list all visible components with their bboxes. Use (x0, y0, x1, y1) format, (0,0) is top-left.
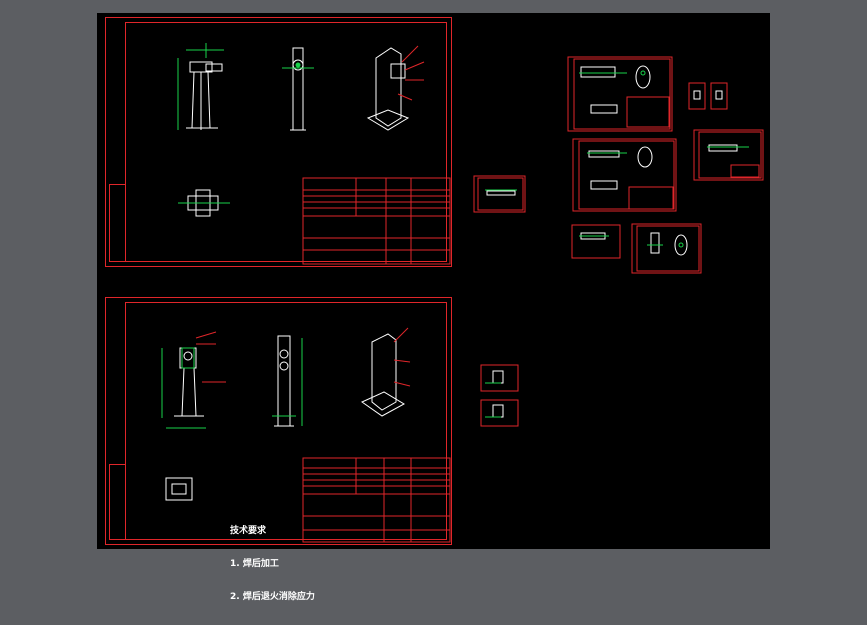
iso-leaders (393, 327, 411, 387)
side-view-dims (282, 62, 314, 69)
front-view-leaders (195, 331, 226, 383)
thumb-sheet-mid-bottom-2 (480, 399, 519, 427)
thumb-sheet-mid-top (473, 175, 526, 213)
iso-view-weldment (360, 333, 406, 417)
thumbnail-sheets (473, 56, 764, 427)
thumb-sheet-mid-bottom-1 (480, 364, 519, 392)
thumb-sheet-right-4 (572, 138, 677, 212)
iso-view-stand (366, 47, 410, 131)
title-block-top (302, 177, 451, 265)
notes-heading: 技术要求 (230, 526, 267, 536)
notes-line-1: 1. 焊后加工 (230, 559, 279, 569)
front-view-dims (161, 347, 206, 429)
sheet-inner-frame (125, 302, 447, 540)
side-view-dims (272, 338, 303, 426)
side-view-weldment (274, 335, 294, 427)
plan-view (165, 477, 193, 501)
side-view-rail (290, 47, 306, 131)
notes-line-2: 2. 焊后退火消除应力 (230, 592, 315, 602)
front-view-stand (186, 61, 223, 130)
front-view-dims (177, 43, 224, 130)
drawing-viewport[interactable]: 技术要求 1. 焊后加工 2. 焊后退火消除应力 (97, 13, 770, 602)
thumb-sheet-right-3 (710, 82, 728, 110)
sheet-inner-frame (125, 22, 447, 262)
side-strip (109, 464, 126, 540)
thumb-sheet-right-7 (631, 223, 702, 274)
thumb-sheet-right-2 (688, 82, 706, 110)
title-block-bottom (302, 457, 451, 543)
plan-view (178, 189, 230, 217)
sheet-assembly-top (105, 17, 452, 267)
weldment-drawing-bottom (161, 327, 451, 543)
side-strip (109, 184, 126, 262)
thumb-sheet-right-6 (571, 224, 621, 259)
thumb-sheet-right-1 (567, 56, 673, 132)
assembly-drawing-top (177, 43, 451, 265)
thumb-sheet-right-5 (693, 129, 764, 181)
iso-leaders (397, 45, 425, 101)
